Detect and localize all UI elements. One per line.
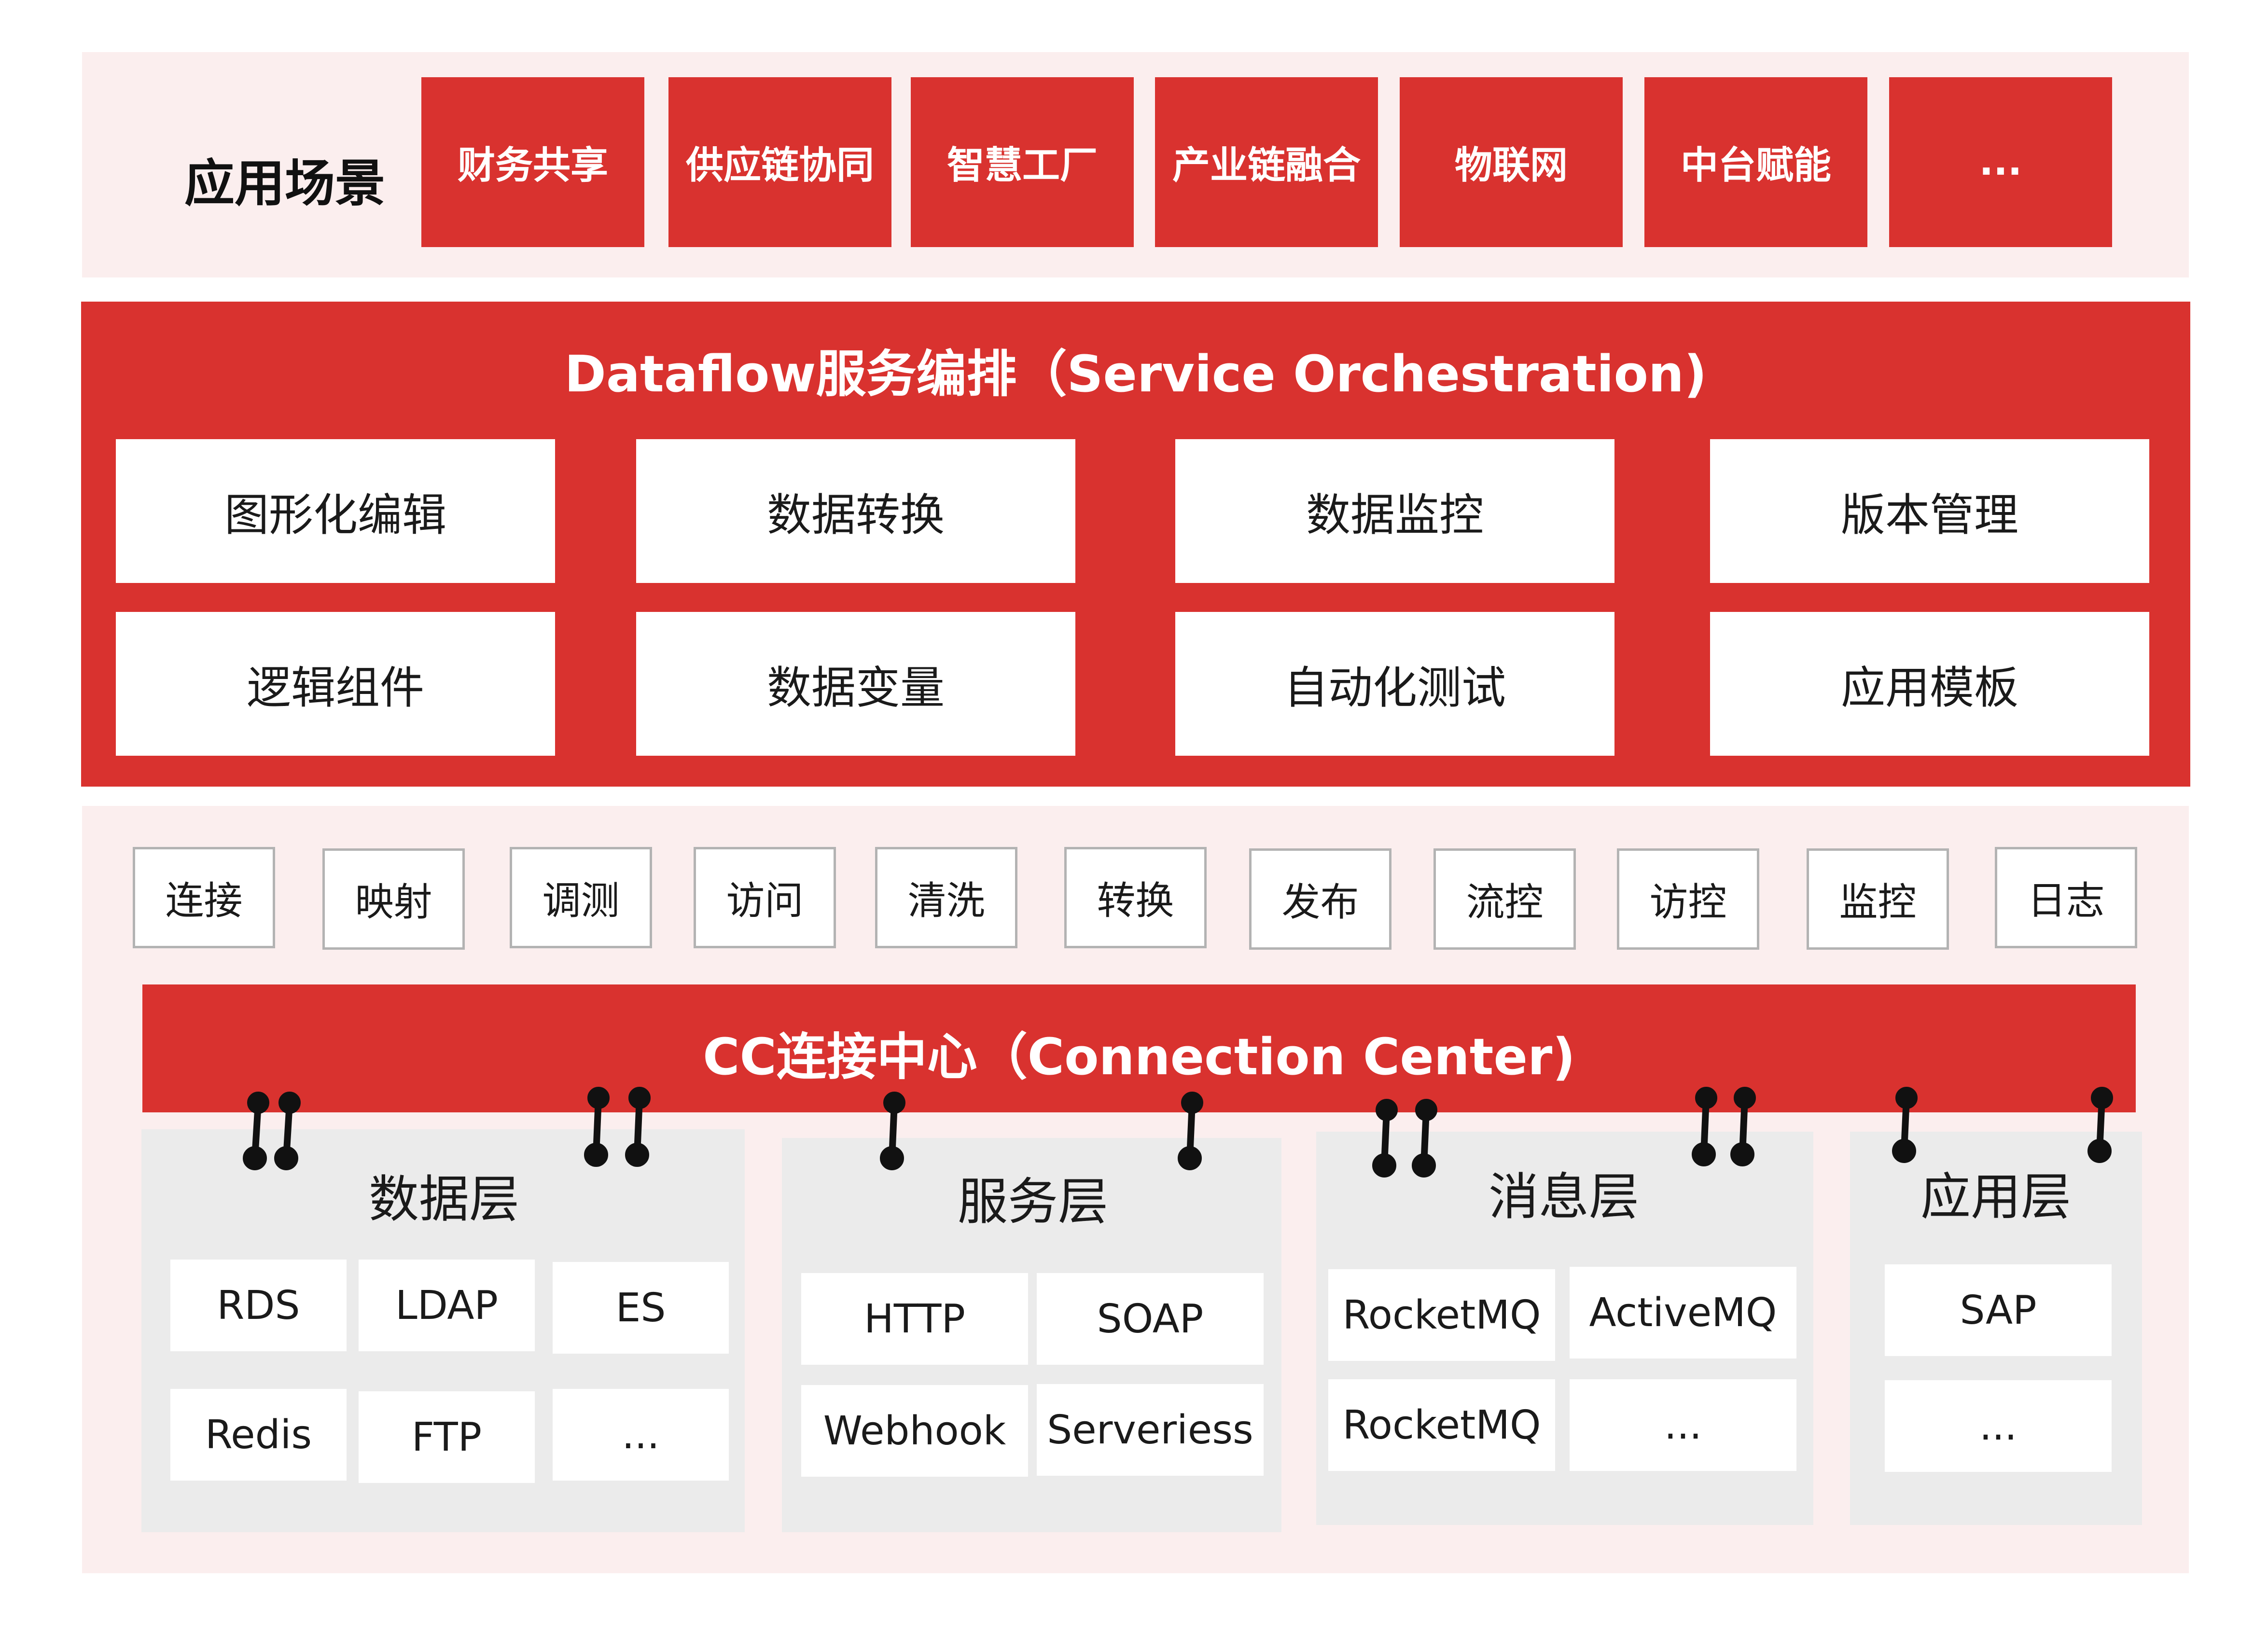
function-debug[interactable]: 调测 [510,847,652,948]
data-item-redis[interactable]: Redis [170,1389,347,1481]
message-item-rocketmq-2[interactable]: RocketMQ [1328,1379,1555,1471]
scenario-item-industry-chain[interactable]: 产业链融合 [1155,77,1378,247]
function-access-control[interactable]: 访控 [1617,848,1759,950]
app-layer-title: 应用层 [1920,1167,2071,1226]
service-item-soap[interactable]: SOAP [1037,1273,1264,1365]
scenario-item-iot[interactable]: 物联网 [1400,77,1623,247]
function-monitor[interactable]: 监控 [1807,848,1949,950]
function-access[interactable]: 访问 [694,847,836,948]
scenario-item-supply-chain[interactable]: 供应链协同 [668,77,891,247]
scenario-item-more[interactable]: ... [1889,77,2112,247]
function-publish[interactable]: 发布 [1249,848,1391,950]
message-item-more[interactable]: ... [1570,1379,1796,1471]
service-layer-title: 服务层 [957,1172,1108,1231]
scenario-item-middle-platform[interactable]: 中台赋能 [1644,77,1867,247]
app-item-more[interactable]: ... [1885,1380,2112,1472]
cc-bar [142,984,2136,1112]
data-item-ldap[interactable]: LDAP [359,1260,535,1351]
dataflow-data-monitor[interactable]: 数据监控 [1175,439,1614,583]
scenario-item-finance[interactable]: 财务共享 [421,77,644,247]
function-log[interactable]: 日志 [1995,847,2137,948]
dataflow-graphic-editor[interactable]: 图形化编辑 [116,439,555,583]
service-item-http[interactable]: HTTP [801,1273,1028,1365]
data-item-ftp[interactable]: FTP [359,1391,535,1483]
function-mapping[interactable]: 映射 [322,848,465,950]
scenario-label: 应用场景 [184,153,385,213]
dataflow-data-variable[interactable]: 数据变量 [636,612,1075,756]
data-layer-title: 数据层 [368,1169,519,1229]
scenario-item-smart-factory[interactable]: 智慧工厂 [911,77,1134,247]
cc-title: CC连接中心（Connection Center) [703,1027,1575,1086]
app-item-sap[interactable]: SAP [1885,1264,2112,1356]
function-convert[interactable]: 转换 [1064,847,1207,948]
dataflow-app-template[interactable]: 应用模板 [1710,612,2149,756]
dataflow-version-management[interactable]: 版本管理 [1710,439,2149,583]
data-item-more[interactable]: ... [553,1389,729,1481]
service-item-serverless[interactable]: Serveriess [1037,1384,1264,1476]
message-item-rocketmq-1[interactable]: RocketMQ [1328,1269,1555,1361]
function-flow-control[interactable]: 流控 [1433,848,1576,950]
message-item-activemq[interactable]: ActiveMQ [1570,1267,1796,1358]
dataflow-auto-test[interactable]: 自动化测试 [1175,612,1614,756]
dataflow-title: Dataflow服务编排（Service Orchestration) [564,344,1707,403]
function-cleanse[interactable]: 清洗 [875,847,1017,948]
service-item-webhook[interactable]: Webhook [801,1385,1028,1477]
dataflow-data-transform[interactable]: 数据转换 [636,439,1075,583]
message-layer-title: 消息层 [1488,1167,1639,1226]
dataflow-logic-component[interactable]: 逻辑组件 [116,612,555,756]
data-item-es[interactable]: ES [553,1262,729,1354]
data-item-rds[interactable]: RDS [170,1260,347,1351]
function-connect[interactable]: 连接 [133,847,275,948]
